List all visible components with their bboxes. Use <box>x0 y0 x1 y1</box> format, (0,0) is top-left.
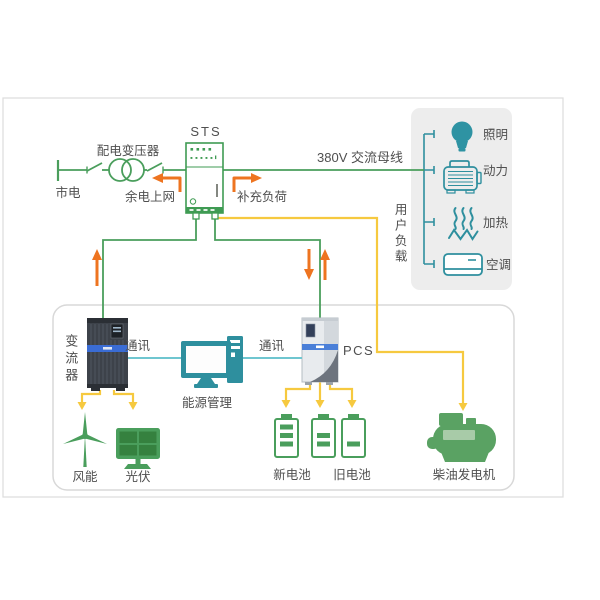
pcs-to-battery1-line <box>284 382 312 401</box>
air-conditioner-icon <box>443 253 483 276</box>
surplus-arrow <box>162 176 182 192</box>
comm-right-label: 通讯 <box>259 339 285 353</box>
diesel-label: 柴油发电机 <box>432 468 496 482</box>
converter-to-wind-line <box>80 390 102 403</box>
pcs-to-battery3-line <box>328 382 354 401</box>
pcs-label: PCS <box>343 343 375 358</box>
mains-label: 市电 <box>55 186 81 200</box>
sts-to-converter-line <box>102 219 197 318</box>
ems-computer-icon <box>181 336 243 388</box>
load-label-ac: 空调 <box>486 258 512 272</box>
battery-old-label: 旧电池 <box>333 468 371 482</box>
motor-icon <box>443 160 482 194</box>
converter-to-pv-line <box>112 390 135 403</box>
recycle-icon <box>189 198 197 205</box>
battery-new-label: 新电池 <box>273 468 311 482</box>
wind-turbine-icon <box>63 412 107 467</box>
battery-new-full-icon <box>274 414 299 458</box>
battery-old-icon <box>341 414 366 458</box>
ems-label: 能源管理 <box>181 396 232 410</box>
supplement-label: 补充负荷 <box>236 190 287 204</box>
load-branch-lines <box>423 130 435 268</box>
switch-icon <box>146 162 163 172</box>
sts-label: STS <box>190 124 222 139</box>
pv-label: 光伏 <box>125 470 151 484</box>
battery-new-mid-icon <box>311 414 336 458</box>
surplus-label: 余电上网 <box>124 190 175 204</box>
wind-label: 风能 <box>72 470 98 484</box>
user-load-title: 用户负载 <box>392 203 407 265</box>
comm-left-label: 通讯 <box>125 339 151 353</box>
yellow-arrowheads <box>77 400 468 411</box>
outer-frame <box>2 97 564 498</box>
heating-icon <box>448 207 479 241</box>
load-label-power: 动力 <box>483 164 509 178</box>
power-lines <box>56 158 424 318</box>
diesel-generator-icon <box>427 413 496 462</box>
sts-box <box>185 142 224 220</box>
sts-to-diesel-line <box>216 216 465 404</box>
supplement-arrow <box>232 176 252 192</box>
sts-to-pcs-line <box>214 219 321 318</box>
switch-icon <box>86 162 103 172</box>
converter-cabinet <box>87 318 128 391</box>
lightbulb-icon <box>451 121 473 152</box>
converter-label: 变流器 <box>63 334 79 385</box>
flow-arrows <box>92 173 330 286</box>
transformer-icon <box>108 158 132 182</box>
pcs-shadow <box>310 350 338 382</box>
yellow-dc-lines <box>80 216 465 404</box>
load-label-heating: 加热 <box>483 216 509 230</box>
ac-bus-label: 380V 交流母线 <box>317 150 403 165</box>
solar-panel-icon <box>116 428 160 469</box>
transformer-label: 配电变压器 <box>96 144 160 158</box>
pcs-cabinet <box>301 317 339 385</box>
user-load-panel <box>411 108 512 290</box>
load-label-lighting: 照明 <box>483 128 509 142</box>
